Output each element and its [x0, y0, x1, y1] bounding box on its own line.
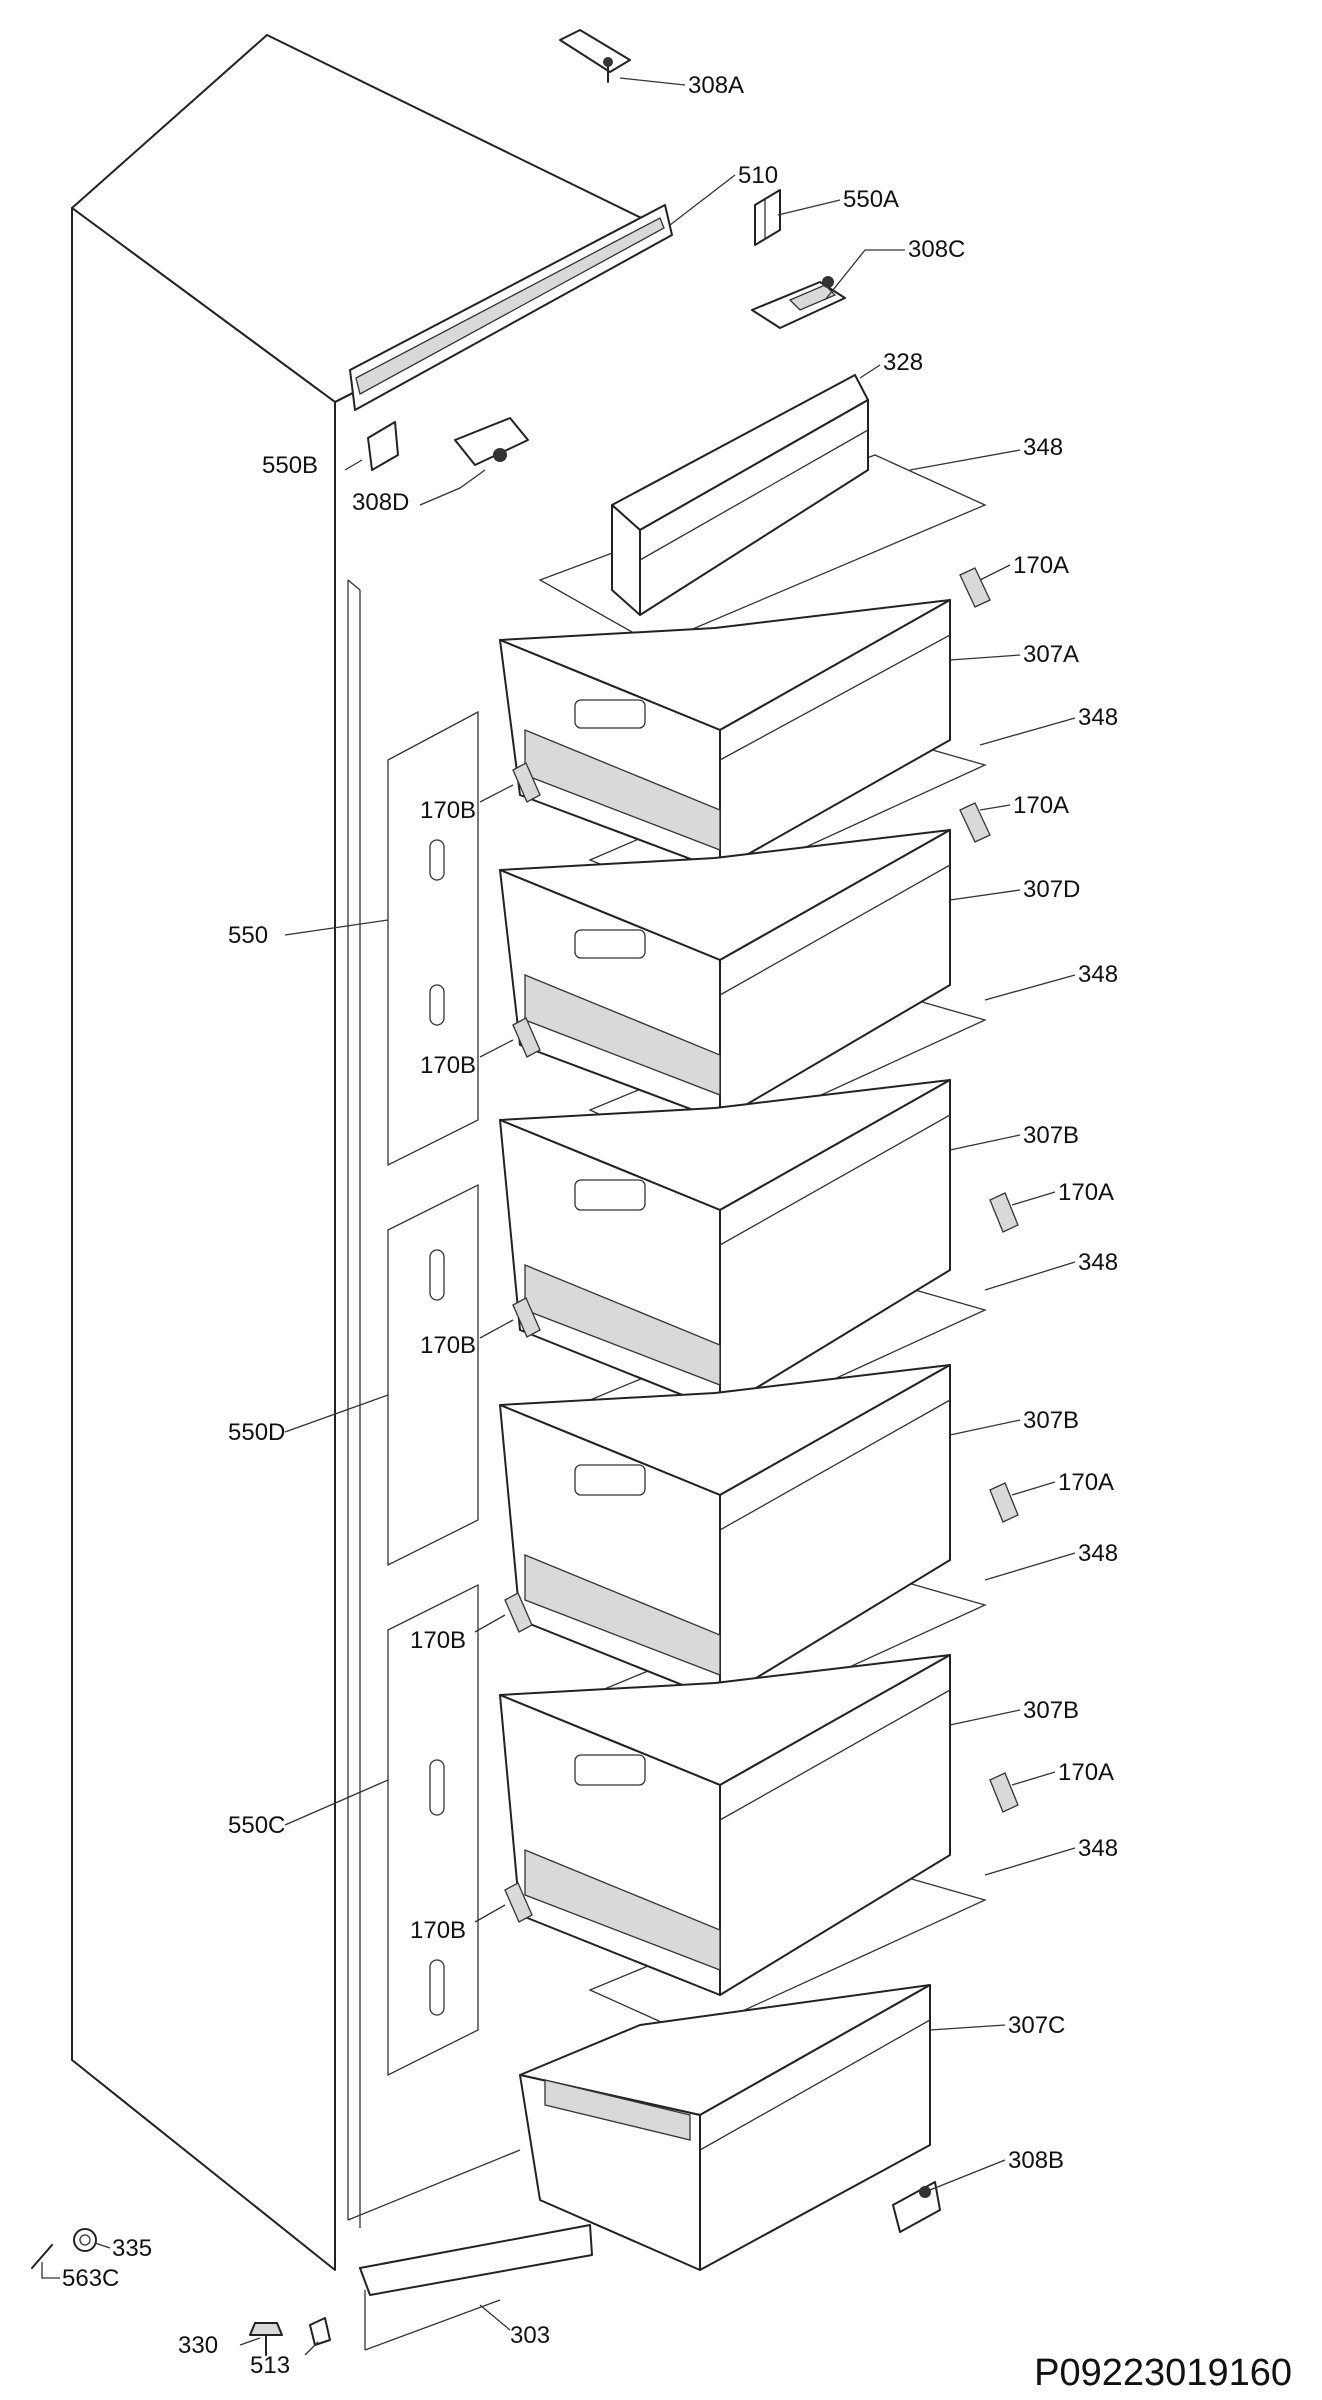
label-550: 550 — [228, 922, 268, 949]
clip-513 — [309, 2317, 331, 2346]
label-335: 335 — [112, 2235, 152, 2262]
label-308c: 308C — [908, 236, 965, 263]
drawer-307b-2 — [499, 1364, 951, 1701]
drawer-307d — [499, 829, 951, 1121]
drawer-307b-3 — [499, 1654, 951, 1996]
label-170b-1: 170B — [420, 797, 476, 824]
part-labels: 308A 510 550A 308C 328 550B 308D 348 170… — [62, 72, 1118, 2379]
label-328: 328 — [883, 349, 923, 376]
label-307b-3: 307B — [1023, 1697, 1079, 1724]
label-513: 513 — [250, 2352, 290, 2379]
hinge-308a — [559, 29, 631, 83]
side-panel-550 — [387, 710, 479, 1167]
label-348-4: 348 — [1078, 1249, 1118, 1276]
foot-330 — [249, 2322, 283, 2356]
side-panel-550c — [387, 1583, 479, 2077]
label-170b-5: 170B — [410, 1917, 466, 1944]
label-550a: 550A — [843, 186, 899, 213]
hinge-308d — [454, 417, 529, 466]
label-303: 303 — [510, 2322, 550, 2349]
label-550d: 550D — [228, 1419, 285, 1446]
label-170a-4: 170A — [1058, 1469, 1114, 1496]
pin-563c — [31, 2244, 53, 2269]
label-330: 330 — [178, 2332, 218, 2359]
leader-lines — [41, 77, 1076, 2356]
label-307b-2: 307B — [1023, 1407, 1079, 1434]
label-550c: 550C — [228, 1812, 285, 1839]
label-308a: 308A — [688, 72, 744, 99]
hinge-308b — [892, 2181, 941, 2233]
label-348-3: 348 — [1078, 961, 1118, 988]
label-563c: 563C — [62, 2265, 119, 2292]
drawer-307a — [499, 599, 951, 871]
flap-328 — [611, 374, 869, 616]
label-348-2: 348 — [1078, 704, 1118, 731]
hinge-308c — [751, 276, 846, 329]
label-550b: 550B — [262, 452, 318, 479]
label-170a-2: 170A — [1013, 792, 1069, 819]
drawer-307c — [519, 1984, 931, 2271]
bracket-550a — [754, 189, 781, 246]
foot-335 — [73, 2228, 97, 2252]
top-trim-part — [349, 204, 673, 411]
label-170a-3: 170A — [1058, 1179, 1114, 1206]
drawer-clips — [504, 567, 1019, 1923]
label-307d: 307D — [1023, 876, 1080, 903]
label-308d: 308D — [352, 489, 409, 516]
diagram-code: P09223019160 — [1034, 2352, 1292, 2394]
side-panel-550d — [387, 1183, 479, 1567]
label-348-5: 348 — [1078, 1540, 1118, 1567]
label-170b-4: 170B — [410, 1627, 466, 1654]
label-307a: 307A — [1023, 641, 1079, 668]
label-308b: 308B — [1008, 2147, 1064, 2174]
label-170b-2: 170B — [420, 1052, 476, 1079]
label-510: 510 — [738, 162, 778, 189]
label-348-1: 348 — [1023, 434, 1063, 461]
drawer-307b-1 — [499, 1079, 951, 1411]
label-170a-1: 170A — [1013, 552, 1069, 579]
label-170a-5: 170A — [1058, 1759, 1114, 1786]
label-307b-1: 307B — [1023, 1122, 1079, 1149]
bracket-550b — [367, 421, 399, 471]
label-170b-3: 170B — [420, 1332, 476, 1359]
plinth-303 — [359, 2224, 593, 2351]
label-348-6: 348 — [1078, 1835, 1118, 1862]
label-307c: 307C — [1008, 2012, 1065, 2039]
